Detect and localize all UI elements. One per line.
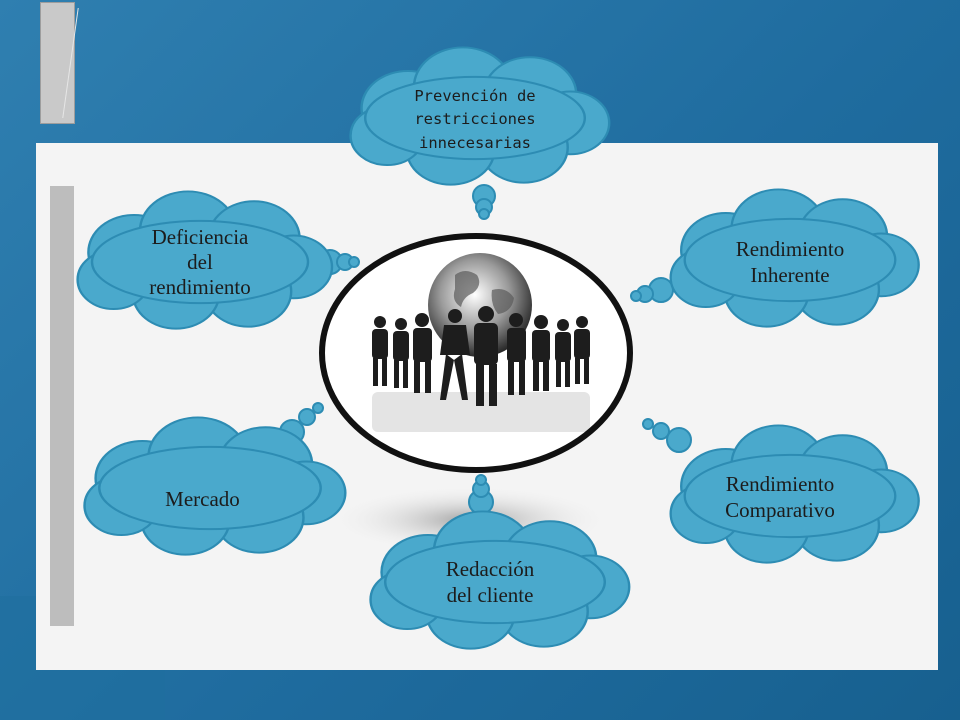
cloud-right-bottom-label: Rendimiento Comparativo [725, 472, 835, 522]
cloud-left-bottom-label: Mercado [165, 487, 240, 512]
cloud-bottom-label: Redacción del cliente [445, 557, 535, 607]
cloud-right-top-label: Rendimiento Inherente [735, 237, 845, 287]
center-image [319, 233, 633, 473]
cloud-top-label: Prevención de restricciones innecesarias [414, 87, 536, 152]
side-bar [50, 186, 74, 626]
background-tab [40, 2, 75, 124]
cloud-left-top-label: Deficiencia del rendimiento [149, 224, 251, 300]
business-people-icon [372, 306, 590, 406]
